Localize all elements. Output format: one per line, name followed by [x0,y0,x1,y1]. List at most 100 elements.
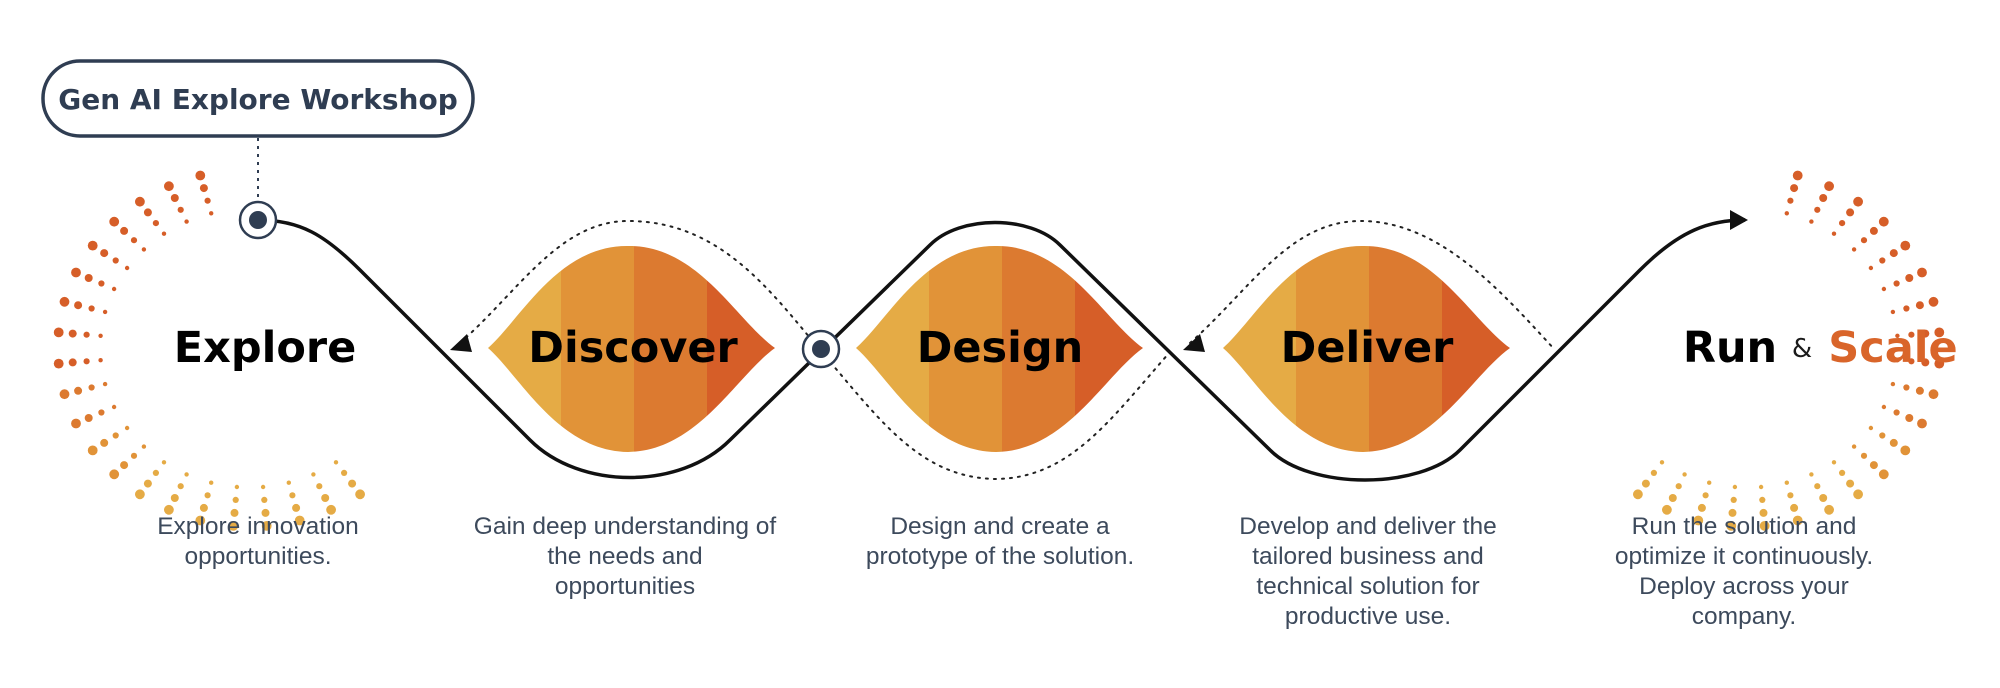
burst-dot [1893,409,1900,416]
burst-dot [199,184,208,193]
burst-dot [1758,484,1764,490]
burst-dot [1879,257,1886,264]
burst-dot [1853,489,1863,500]
description-line: opportunities. [184,543,332,570]
burst-dot [100,438,109,447]
workshop-callout [41,59,475,138]
burst-dot [83,331,90,338]
burst-dot [1846,208,1855,217]
description-line: the needs and [547,543,703,570]
burst-dot [98,358,103,363]
run-dot-burst [1633,170,1945,531]
description-line: company. [1691,603,1797,630]
burst-dot [111,286,117,292]
petal-band [1369,245,1442,452]
burst-dot [1839,469,1846,476]
burst-dot [1659,460,1665,465]
deliver-label: Deliver [1281,323,1455,373]
burst-dot [1917,418,1927,429]
dotted-loop-discover [459,219,821,351]
burst-dot [1824,181,1834,192]
burst-dot [1908,358,1915,365]
burst-dot [83,358,90,365]
burst-dot [152,469,159,476]
burst-dot [1878,469,1889,480]
burst-dot [1903,384,1910,391]
petal-band [1075,245,1143,452]
burst-dot [100,249,109,258]
burst-dot [199,503,208,512]
burst-dot [355,489,365,500]
burst-dot [1682,472,1687,477]
run-label: Run [1683,323,1777,373]
burst-dot [1890,381,1896,387]
burst-dot [68,358,77,367]
burst-dot [1707,480,1712,485]
burst-dot [234,484,240,490]
burst-dot [1662,504,1672,515]
burst-dot [111,404,117,410]
burst-dot [1809,219,1814,224]
burst-dot [120,461,129,470]
dotted-loop-design [819,349,1171,481]
burst-dot [1759,521,1770,531]
mid-node-marker [801,329,841,369]
burst-dot [1915,386,1924,395]
burst-dot [1759,496,1766,503]
burst-dot [1784,480,1790,485]
burst-dot [294,515,305,526]
burst-dot [289,492,296,499]
burst-dot [1934,358,1945,369]
burst-dot [1905,274,1914,282]
burst-dot [1790,503,1799,512]
burst-dot [184,219,189,224]
burst-dot [1814,483,1821,490]
burst-dot [1879,432,1886,439]
burst-dot [1702,492,1709,499]
burst-dot [135,196,145,207]
burst-dot [130,452,138,459]
burst-dot [1900,445,1911,456]
burst-dot [141,444,147,449]
discover-description: Gain deep understanding of the needs and… [455,512,795,602]
burst-dot [204,197,211,204]
ampersand-label: & [1792,334,1812,364]
design-description: Design and create a prototype of the sol… [830,512,1170,572]
burst-dot [1650,469,1657,476]
burst-dot [87,240,98,251]
burst-dot [1851,444,1857,449]
petal-band [561,245,634,452]
burst-dot [1881,404,1887,410]
burst-dot [209,480,214,485]
burst-dot [1831,231,1837,236]
scale-label: Scale [1828,323,1957,373]
burst-dot [124,265,130,271]
description-line: Deploy across your [1639,573,1849,600]
burst-dot [1819,194,1828,202]
burst-dot [135,489,145,500]
burst-dot [261,521,272,531]
start-node-marker [238,200,278,240]
burst-dot [321,494,330,502]
burst-dot [261,496,268,503]
burst-dot [88,384,95,391]
burst-dot [1921,329,1930,338]
burst-dot [1814,206,1821,213]
burst-dot [68,329,77,338]
burst-dot [59,389,70,400]
burst-dot [1893,280,1900,287]
workshop-label: Gen AI Explore Workshop [58,83,458,116]
burst-dot [1881,286,1887,292]
burst-dot [1915,301,1924,310]
burst-dot [1917,267,1927,278]
burst-dot [1792,170,1803,181]
arrow-head-discover [450,334,472,352]
burst-dot [316,483,323,490]
burst-dot [1908,331,1915,338]
burst-dot [1869,226,1878,235]
description-line: optimize it continuously. [1614,543,1874,570]
description-line: Explore innovation [157,513,359,540]
burst-dot [1895,358,1900,363]
burst-dot [177,483,184,490]
burst-dot [1853,196,1863,207]
